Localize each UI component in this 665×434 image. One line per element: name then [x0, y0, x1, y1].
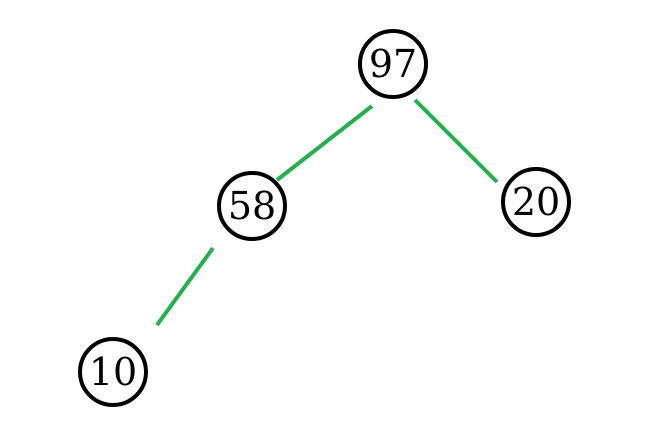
node-10-label: 10 — [89, 350, 137, 394]
node-20-label: 20 — [512, 180, 560, 224]
node-97: 97 — [358, 29, 428, 99]
node-58-circle — [217, 171, 287, 241]
edges-layer — [155, 98, 499, 327]
node-97-circle — [358, 29, 428, 99]
edge-97-58 — [275, 104, 374, 182]
node-10-circle — [78, 337, 148, 407]
node-58-label: 58 — [228, 184, 276, 228]
node-10: 10 — [78, 337, 148, 407]
node-20: 20 — [501, 167, 571, 237]
node-58: 58 — [217, 171, 287, 241]
node-97-label: 97 — [369, 42, 417, 86]
nodes-layer: 97 58 20 10 — [78, 29, 571, 407]
node-20-circle — [501, 167, 571, 237]
edge-97-20 — [413, 98, 499, 184]
edge-58-10 — [155, 246, 215, 327]
